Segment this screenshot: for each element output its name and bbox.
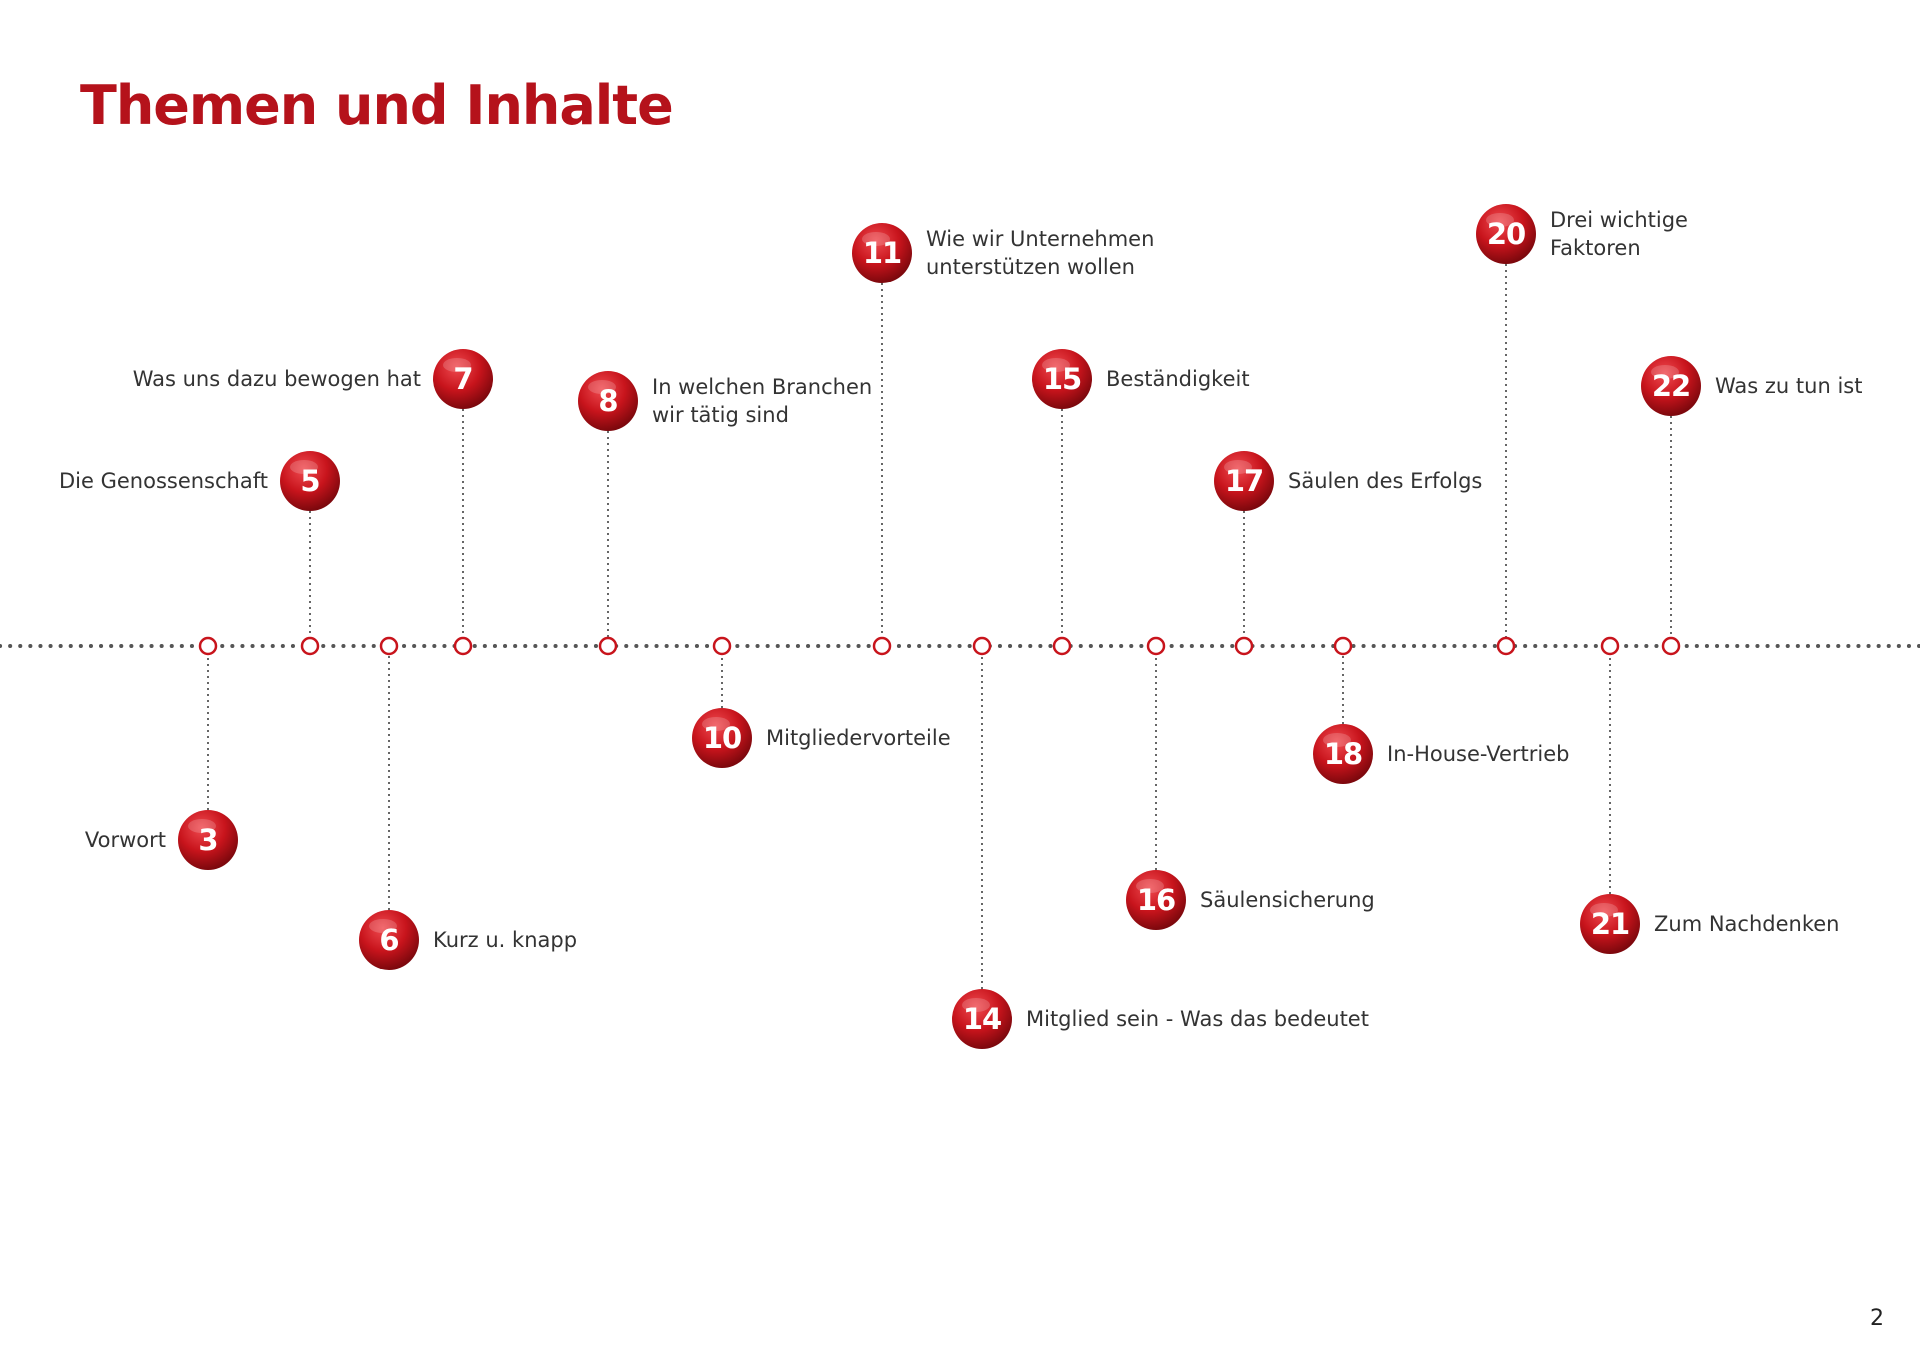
- entry-22-badge[interactable]: 22: [1641, 356, 1701, 416]
- timeline-marker: [300, 636, 320, 656]
- entry-page-number: 14: [962, 1002, 1002, 1036]
- entry-label-line: Zum Nachdenken: [1654, 912, 1840, 936]
- entry-11-badge[interactable]: 11: [852, 223, 912, 283]
- entry-label-line: Was uns dazu bewogen hat: [132, 367, 421, 391]
- ball-icon: [1313, 724, 1373, 784]
- ball-icon: [433, 349, 493, 409]
- timeline-marker: [198, 636, 218, 656]
- entry-21-label[interactable]: Zum Nachdenken: [1654, 910, 1839, 938]
- ball-icon: [1476, 204, 1536, 264]
- entry-page-number: 10: [702, 721, 742, 755]
- timeline-marker: [1496, 636, 1516, 656]
- entry-label-line: wir tätig sind: [652, 403, 789, 427]
- entry-page-number: 7: [453, 362, 473, 396]
- entry-page-number: 16: [1136, 883, 1176, 917]
- entry-8-badge[interactable]: 8: [578, 371, 638, 431]
- entry-label-line: Mitglied sein - Was das bedeutet: [1026, 1007, 1369, 1031]
- entry-17-badge[interactable]: 17: [1214, 451, 1274, 511]
- entry-page-number: 17: [1224, 464, 1264, 498]
- timeline-marker: [598, 636, 618, 656]
- timeline-marker: [1600, 636, 1620, 656]
- entry-14-label[interactable]: Mitglied sein - Was das bedeutet: [1026, 1005, 1369, 1033]
- timeline-marker: [1333, 636, 1353, 656]
- entry-10-label[interactable]: Mitgliedervorteile: [766, 724, 951, 752]
- entry-label-line: Was zu tun ist: [1715, 374, 1863, 398]
- entry-label-line: Vorwort: [84, 828, 166, 852]
- entry-3-label[interactable]: Vorwort: [85, 826, 166, 854]
- entry-label-line: In welchen Branchen: [652, 375, 873, 399]
- timeline-marker: [712, 636, 732, 656]
- timeline-marker: [972, 636, 992, 656]
- ball-icon: [1580, 894, 1640, 954]
- timeline-marker: [453, 636, 473, 656]
- ball-icon: [692, 708, 752, 768]
- entry-page-number: 20: [1486, 217, 1526, 251]
- ball-icon: [1641, 356, 1701, 416]
- entry-label-line: Säulensicherung: [1200, 888, 1375, 912]
- ball-icon: [952, 989, 1012, 1049]
- entry-15-label[interactable]: Beständigkeit: [1106, 365, 1250, 393]
- ball-icon: [178, 810, 238, 870]
- entry-5-badge[interactable]: 5: [280, 451, 340, 511]
- ball-icon: [359, 910, 419, 970]
- entry-label-line: Beständigkeit: [1106, 367, 1250, 391]
- entry-page-number: 18: [1323, 737, 1363, 771]
- entry-7-badge[interactable]: 7: [433, 349, 493, 409]
- timeline-marker: [379, 636, 399, 656]
- entry-5-label[interactable]: Die Genossenschaft: [59, 467, 268, 495]
- entry-label-line: unterstützen wollen: [926, 255, 1135, 279]
- entry-14-badge[interactable]: 14: [952, 989, 1012, 1049]
- entry-18-label[interactable]: In-House-Vertrieb: [1387, 740, 1569, 768]
- entry-page-number: 21: [1590, 907, 1630, 941]
- entry-6-badge[interactable]: 6: [359, 910, 419, 970]
- timeline-marker: [1052, 636, 1072, 656]
- entry-label-line: Kurz u. knapp: [433, 928, 578, 952]
- entry-label-line: Wie wir Unternehmen: [926, 227, 1155, 251]
- timeline-marker: [1661, 636, 1681, 656]
- entry-page-number: 3: [198, 823, 218, 857]
- entry-page-number: 22: [1651, 369, 1691, 403]
- entry-page-number: 15: [1042, 362, 1082, 396]
- entry-8-label[interactable]: In welchen Branchen wir tätig sind: [652, 373, 872, 429]
- entry-7-label[interactable]: Was uns dazu bewogen hat: [133, 365, 421, 393]
- entry-label-line: Die Genossenschaft: [59, 469, 268, 493]
- entry-page-number: 5: [300, 464, 320, 498]
- entry-6-label[interactable]: Kurz u. knapp: [433, 926, 577, 954]
- entry-17-label[interactable]: Säulen des Erfolgs: [1288, 467, 1482, 495]
- ball-icon: [852, 223, 912, 283]
- entry-page-number: 11: [862, 236, 902, 270]
- timeline-marker: [1234, 636, 1254, 656]
- entry-20-badge[interactable]: 20: [1476, 204, 1536, 264]
- entry-22-label[interactable]: Was zu tun ist: [1715, 372, 1862, 400]
- page-title: Themen und Inhalte: [80, 74, 674, 137]
- entry-21-badge[interactable]: 21: [1580, 894, 1640, 954]
- ball-icon: [1032, 349, 1092, 409]
- timeline-marker: [1146, 636, 1166, 656]
- entry-18-badge[interactable]: 18: [1313, 724, 1373, 784]
- ball-icon: [1126, 870, 1186, 930]
- page-number: 2: [1870, 1306, 1884, 1331]
- entry-16-label[interactable]: Säulensicherung: [1200, 886, 1375, 914]
- entry-15-badge[interactable]: 15: [1032, 349, 1092, 409]
- timeline-marker: [872, 636, 892, 656]
- entry-label-line: Faktoren: [1550, 236, 1641, 260]
- entry-page-number: 8: [598, 384, 618, 418]
- entry-label-line: Säulen des Erfolgs: [1288, 469, 1483, 493]
- ball-icon: [1214, 451, 1274, 511]
- entry-label-line: In-House-Vertrieb: [1387, 742, 1570, 766]
- entry-page-number: 6: [379, 923, 399, 957]
- entry-label-line: Mitgliedervorteile: [766, 726, 951, 750]
- ball-icon: [280, 451, 340, 511]
- entry-10-badge[interactable]: 10: [692, 708, 752, 768]
- ball-icon: [578, 371, 638, 431]
- entry-11-label[interactable]: Wie wir Unternehmen unterstützen wollen: [926, 225, 1154, 281]
- entry-label-line: Drei wichtige: [1550, 208, 1688, 232]
- entry-16-badge[interactable]: 16: [1126, 870, 1186, 930]
- entry-3-badge[interactable]: 3: [178, 810, 238, 870]
